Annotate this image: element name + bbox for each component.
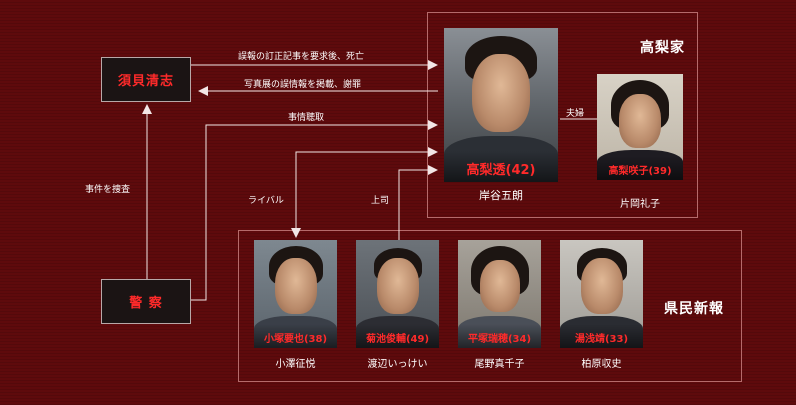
role-takanashi-toru: 高梨透(42)	[444, 151, 558, 182]
edge-label-couple: 夫婦	[566, 109, 585, 119]
edge-hearing-line	[190, 124, 432, 301]
node-sugai-kiyoshi: 須貝清志	[101, 57, 191, 102]
arrowhead-rival-bottom	[291, 228, 301, 238]
photo-takanashi-sakiko: 高梨咲子(39)	[597, 74, 683, 180]
edge-label-investigate: 事件を捜査	[85, 185, 131, 195]
photo-yuasa-yasushi: 湯浅靖(33)	[560, 240, 643, 348]
role-hiratsuka-mizuho: 平塚瑞穂(34)	[458, 324, 541, 348]
role-kikuchi-shunsuke: 菊池俊輔(49)	[356, 324, 439, 348]
role-takanashi-sakiko: 高梨咲子(39)	[597, 156, 683, 180]
actor-watanabe-ikkei: 渡辺いっけい	[367, 359, 428, 370]
actor-ono-machiko: 尾野真千子	[474, 359, 525, 370]
actor-ozawa-yukiyoshi: 小澤征悦	[275, 359, 316, 370]
arrowhead-boss	[428, 165, 438, 175]
node-police: 警 察	[101, 279, 191, 324]
kenmin-shinpo-label: 県民新報	[664, 301, 724, 317]
arrowhead-hearing	[428, 120, 438, 130]
actor-kashiwabara-shuji: 柏原収史	[581, 359, 622, 370]
edge-label-hearing: 事情聴取	[288, 113, 325, 123]
arrowhead-demand	[428, 60, 438, 70]
photo-kozuka-yoya: 小塚要也(38)	[254, 240, 337, 348]
role-kozuka-yoya: 小塚要也(38)	[254, 324, 337, 348]
takanashi-family-label: 高梨家	[640, 40, 685, 56]
edge-label-rival: ライバル	[248, 196, 284, 206]
edge-boss-line	[398, 169, 432, 240]
actor-kishitani-goro: 岸谷五朗	[479, 189, 523, 202]
arrowhead-rival-top	[428, 147, 438, 157]
edge-rival-line	[295, 151, 432, 232]
photo-takanashi-toru: 高梨透(42)	[444, 28, 558, 182]
photo-hiratsuka-mizuho: 平塚瑞穂(34)	[458, 240, 541, 348]
photo-kikuchi-shunsuke: 菊池俊輔(49)	[356, 240, 439, 348]
role-yuasa-yasushi: 湯浅靖(33)	[560, 324, 643, 348]
actor-kataoka-reiko: 片岡礼子	[620, 199, 660, 210]
edge-label-demand: 誤報の訂正記事を要求後、死亡	[238, 52, 365, 62]
edge-label-boss: 上司	[371, 196, 390, 206]
kenmin-shinpo-group	[238, 230, 742, 382]
edge-label-apology: 写真展の誤情報を掲載、謝罪	[244, 80, 362, 90]
takanashi-family-group	[427, 12, 698, 218]
arrowhead-investigate	[142, 104, 152, 114]
arrowhead-apology	[198, 86, 208, 96]
